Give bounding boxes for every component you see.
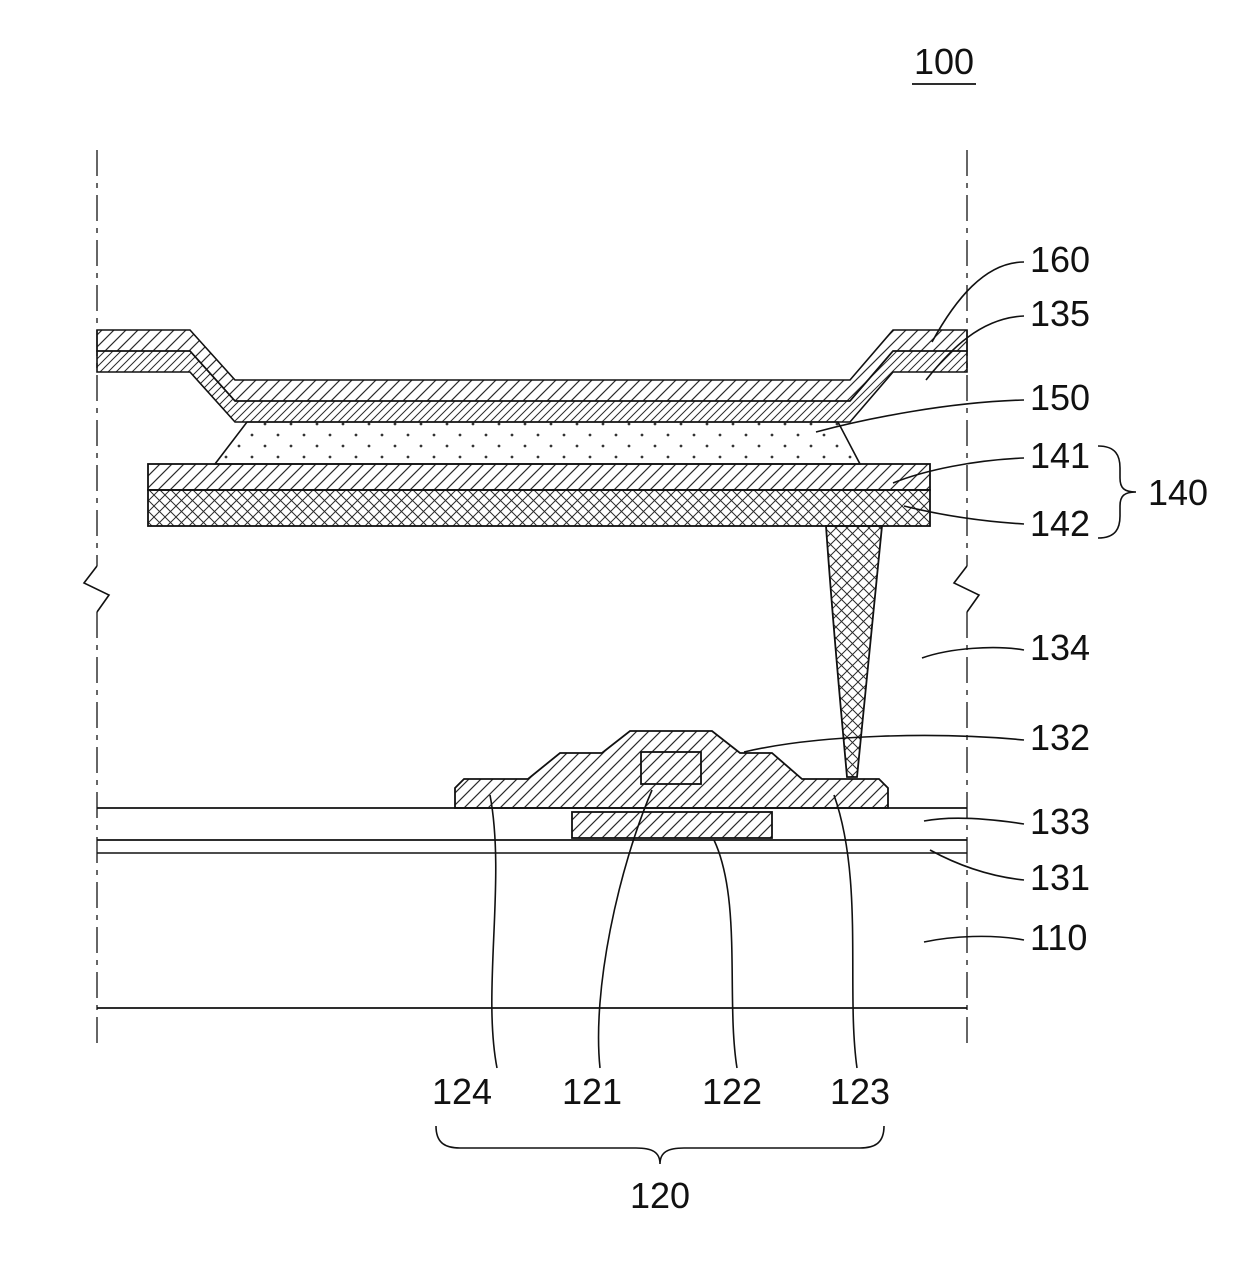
label-123: 123 xyxy=(830,1071,890,1112)
label-110: 110 xyxy=(1030,917,1087,958)
label-150: 150 xyxy=(1030,377,1090,418)
leader-131 xyxy=(929,849,1025,881)
left-boundary-centerline xyxy=(82,150,111,1048)
label-121: 121 xyxy=(562,1071,622,1112)
label-124: 124 xyxy=(432,1071,492,1112)
left-break-mark xyxy=(82,565,111,613)
layer-142-contact-via xyxy=(825,525,883,778)
layer-160-band xyxy=(96,329,968,402)
layer-122-bar xyxy=(571,811,773,839)
leader-135 xyxy=(925,315,1025,381)
leader-160 xyxy=(931,261,1025,343)
leader-133 xyxy=(923,817,1025,825)
layer-121-gate-box xyxy=(640,751,702,785)
leader-134 xyxy=(921,646,1025,659)
leader-123 xyxy=(833,794,858,1069)
leader-124 xyxy=(489,794,498,1069)
label-122: 122 xyxy=(702,1071,762,1112)
label-135: 135 xyxy=(1030,293,1090,334)
layer-150-emissive xyxy=(213,421,862,465)
layer-142 xyxy=(147,489,931,527)
leader-121 xyxy=(597,789,653,1069)
label-131: 131 xyxy=(1030,857,1090,898)
label-132: 132 xyxy=(1030,717,1090,758)
leader-141 xyxy=(892,457,1025,484)
figure-number: 100 xyxy=(914,41,974,82)
right-break-mark xyxy=(952,565,981,613)
leader-110 xyxy=(923,935,1025,943)
right-boundary-centerline xyxy=(952,150,981,1048)
leader-142 xyxy=(903,505,1025,525)
label-134: 134 xyxy=(1030,627,1090,668)
brace-120 xyxy=(435,1125,885,1165)
brace-140 xyxy=(1097,445,1137,539)
leader-150 xyxy=(815,399,1025,433)
leader-122 xyxy=(713,839,738,1069)
label-141: 141 xyxy=(1030,435,1090,476)
leader-132 xyxy=(743,734,1025,753)
label-133: 133 xyxy=(1030,801,1090,842)
label-140: 140 xyxy=(1148,472,1208,513)
label-142: 142 xyxy=(1030,503,1090,544)
label-120: 120 xyxy=(630,1175,690,1216)
layer-141 xyxy=(147,463,931,491)
label-160: 160 xyxy=(1030,239,1090,280)
